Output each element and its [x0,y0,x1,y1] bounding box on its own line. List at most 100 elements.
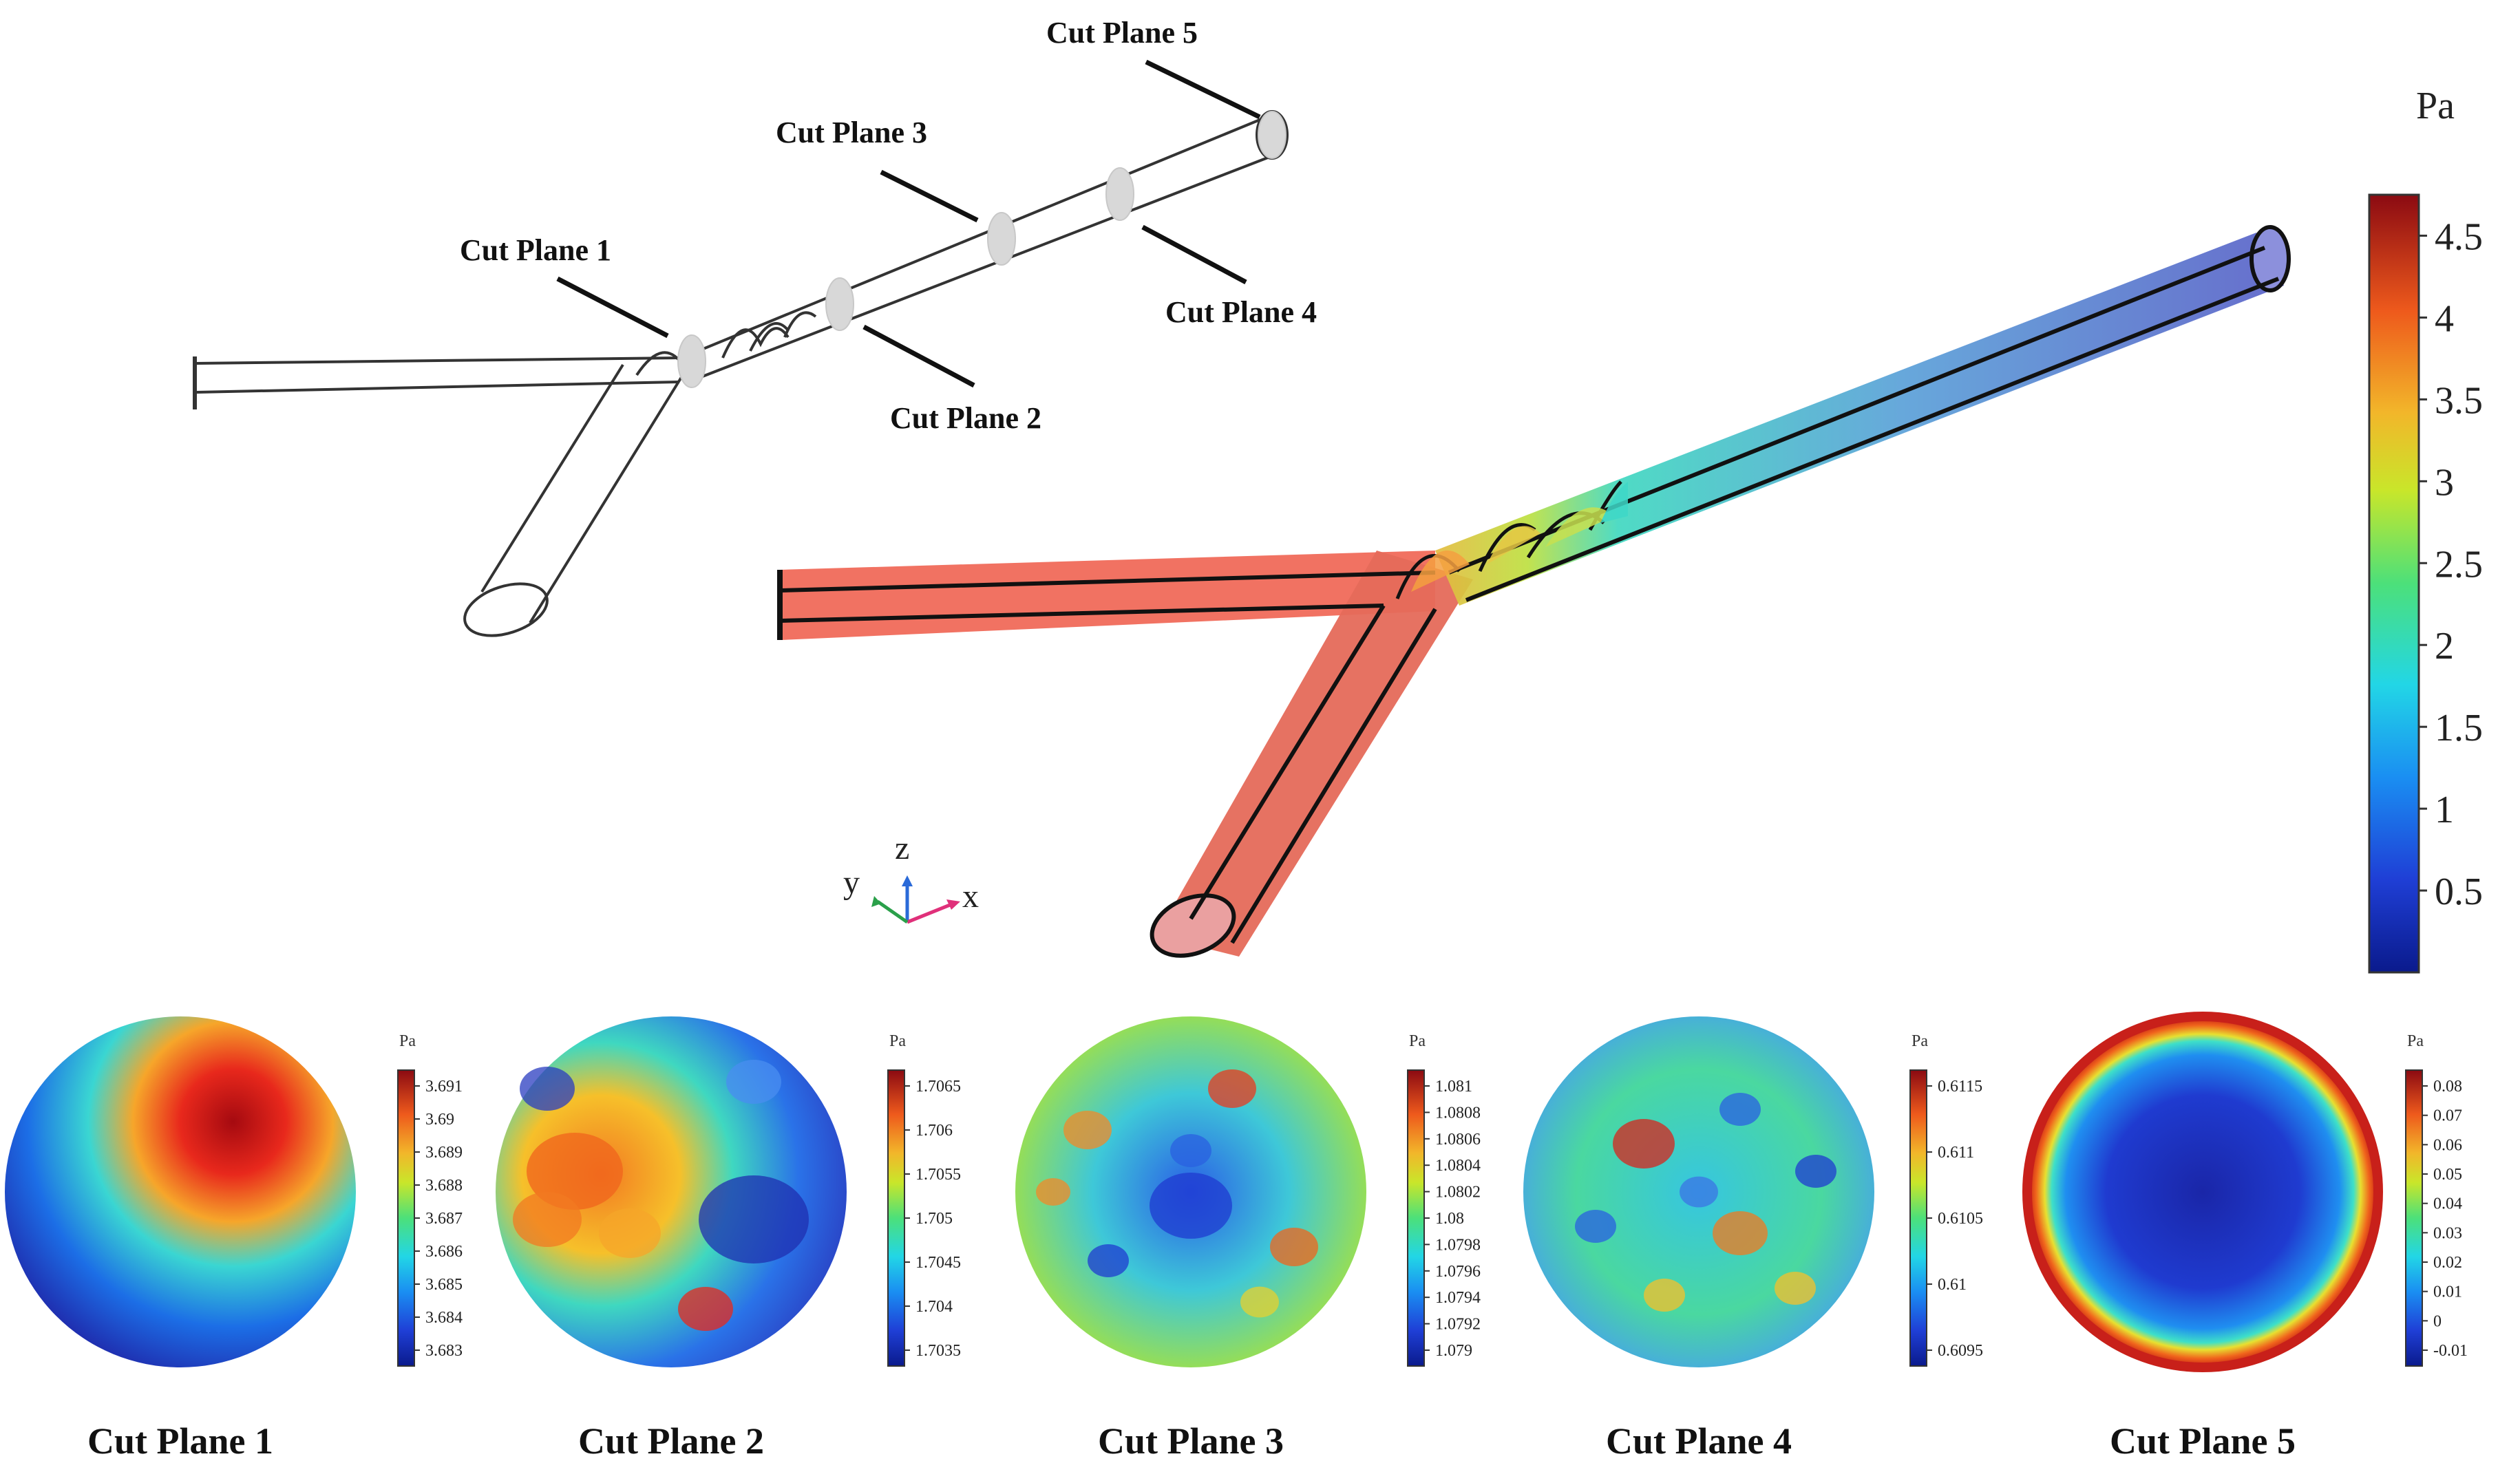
wireframe-label-cut-plane-3: Cut Plane 3 [776,116,927,149]
main-colorbar-tick-label: 2 [2435,625,2454,668]
wireframe-geometry [193,110,1289,637]
cut-plane-1-tick-label: 3.691 [425,1078,463,1096]
cut-plane-3-tick-label: 1.0798 [1435,1236,1481,1254]
main-colorbar-tick-label: 2.5 [2435,543,2483,586]
cut-plane-1-contour [5,1016,356,1367]
cut-plane-5-tick-label: 0 [2433,1312,2442,1330]
contour-patch [513,1192,582,1247]
cut-plane-5-tick-label: 0.02 [2433,1254,2462,1272]
cut-plane-1-tick-label: 3.685 [425,1276,463,1294]
cut-plane-1-colorbar-unit: Pa [399,1032,416,1050]
cut-plane-3-colorbar-unit: Pa [1409,1032,1426,1050]
cut-plane-4-tick-label: 0.6095 [1938,1342,1983,1360]
cut-plane-4-tick-label: 0.6105 [1938,1210,1983,1228]
cut-plane-4-tick-label: 0.611 [1938,1144,1974,1162]
cut-plane-panel-3: Cut Plane 3Pa1.0811.08081.08061.08041.08… [1015,1016,1481,1462]
contour-patch [599,1208,661,1258]
cut-plane-2-contour [496,1016,847,1367]
contour-patch [1795,1155,1836,1188]
cut-plane-4-tick-label: 0.6115 [1938,1078,1982,1096]
wireframe-label-cut-plane-2: Cut Plane 2 [890,401,1041,435]
cut-plane-1-tick-label: 3.688 [425,1177,463,1195]
cut-plane-2-tick-label: 1.705 [915,1210,953,1228]
contour-patch [1208,1069,1256,1108]
contour-patch [1644,1279,1685,1312]
cut-plane-5-tick-label: 0.03 [2433,1224,2462,1242]
main-colorbar-tick-label: 4 [2435,297,2454,340]
cut-plane-5-tick-label: 0.06 [2433,1136,2462,1154]
cut-plane-5-tick-label: 0.08 [2433,1078,2462,1096]
cut-plane-5-tick-label: -0.01 [2433,1342,2468,1360]
cut-plane-3-tick-label: 1.08 [1435,1210,1464,1228]
cut-plane-5-colorbar-unit: Pa [2407,1032,2424,1050]
cut-plane-3-tick-label: 1.0802 [1435,1184,1481,1202]
pressure-geometry [777,225,2291,958]
cut-plane-4-label: Cut Plane 4 [1606,1420,1792,1462]
cut-plane-4-tick-label: 0.61 [1938,1276,1967,1294]
cut-plane-panel-5: Cut Plane 5Pa0.080.070.060.050.040.030.0… [2022,1012,2468,1462]
cut-plane-5-label: Cut Plane 5 [2110,1420,2296,1462]
cut-plane-2-colorbar [887,1069,905,1367]
contour-patch [1240,1286,1279,1318]
main-colorbar-tick-label: 3 [2435,461,2454,504]
contour-patch [527,1133,623,1210]
cut-plane-5-colorbar [2405,1069,2423,1367]
wireframe-leader-lines [556,59,1261,388]
cut-plane-2-tick-label: 1.7045 [915,1254,961,1272]
cut-plane-5-tick-label: 0.05 [2433,1166,2462,1184]
cut-plane-1-tick-label: 3.689 [425,1144,463,1162]
cut-plane-3-colorbar [1407,1069,1425,1367]
contour-patch [1063,1111,1112,1149]
axes-triad: z y x [843,830,979,924]
contour-patch [1713,1211,1768,1255]
cut-plane-5-tick-label: 0.01 [2433,1283,2462,1301]
contour-patch [1575,1210,1616,1243]
contour-patch [1036,1178,1070,1206]
main-colorbar-scale [2368,193,2420,974]
contour-patch [1170,1134,1211,1167]
cut-plane-1-tick-label: 3.687 [425,1210,463,1228]
cut-plane-4-colorbar [1909,1069,1927,1367]
cut-plane-3-tick-label: 1.0806 [1435,1131,1481,1149]
cut-plane-3-tick-label: 1.0808 [1435,1104,1481,1122]
cut-plane-2-colorbar-unit: Pa [889,1032,906,1050]
wireframe-label-cut-plane-1: Cut Plane 1 [460,233,611,267]
cut-plane-panel-2: Cut Plane 2Pa1.70651.7061.70551.7051.704… [496,1016,961,1462]
cut-plane-2-tick-label: 1.7035 [915,1342,961,1360]
wireframe-label-cut-plane-4: Cut Plane 4 [1165,295,1317,329]
cut-plane-3-tick-label: 1.0792 [1435,1316,1481,1334]
cut-plane-1-tick-label: 3.684 [425,1309,463,1327]
main-colorbar-tick-label: 0.5 [2435,871,2483,913]
cut-plane-1-tick-label: 3.69 [425,1111,454,1129]
cut-plane-2-tick-label: 1.7065 [915,1078,961,1096]
contour-patch [1150,1173,1232,1239]
cut-plane-panel-1: Cut Plane 1 Pa 3.691 3.69 3.689 3.688 3.687 3.6… [5,1016,463,1462]
cut-plane-2-tick-label: 1.704 [915,1298,953,1316]
contour-patch [1270,1228,1318,1266]
contour-patch [1613,1119,1675,1169]
contour-patch [726,1060,781,1104]
main-colorbar-tick-label: 4.5 [2435,215,2483,258]
axis-label-y: y [843,864,860,901]
contour-patch [1775,1272,1816,1305]
main-colorbar-unit: Pa [2416,85,2455,127]
cut-plane-3-tick-label: 1.081 [1435,1078,1472,1096]
contour-patch [678,1287,733,1331]
main-colorbar-tick-label: 1.5 [2435,707,2483,749]
contour-patch [1680,1176,1718,1208]
cut-plane-5-tick-label: 0.07 [2433,1107,2462,1125]
cut-plane-1-label: Cut Plane 1 [87,1420,273,1462]
contour-patch [1088,1244,1129,1277]
cut-plane-1-tick-label: 3.683 [425,1342,463,1360]
main-colorbar: Pa 0.511.522.533.544.5 [2368,85,2483,974]
cut-plane-1-colorbar [397,1069,415,1367]
cut-plane-3-tick-label: 1.0796 [1435,1263,1481,1281]
cut-plane-3-tick-label: 1.0804 [1435,1157,1481,1175]
wireframe-cut-discs [677,111,1287,388]
cut-plane-2-tick-label: 1.706 [915,1122,953,1140]
cut-plane-5-wall-ring [2022,1012,2383,1372]
axis-label-z: z [895,830,909,866]
contour-patch [1719,1093,1761,1126]
